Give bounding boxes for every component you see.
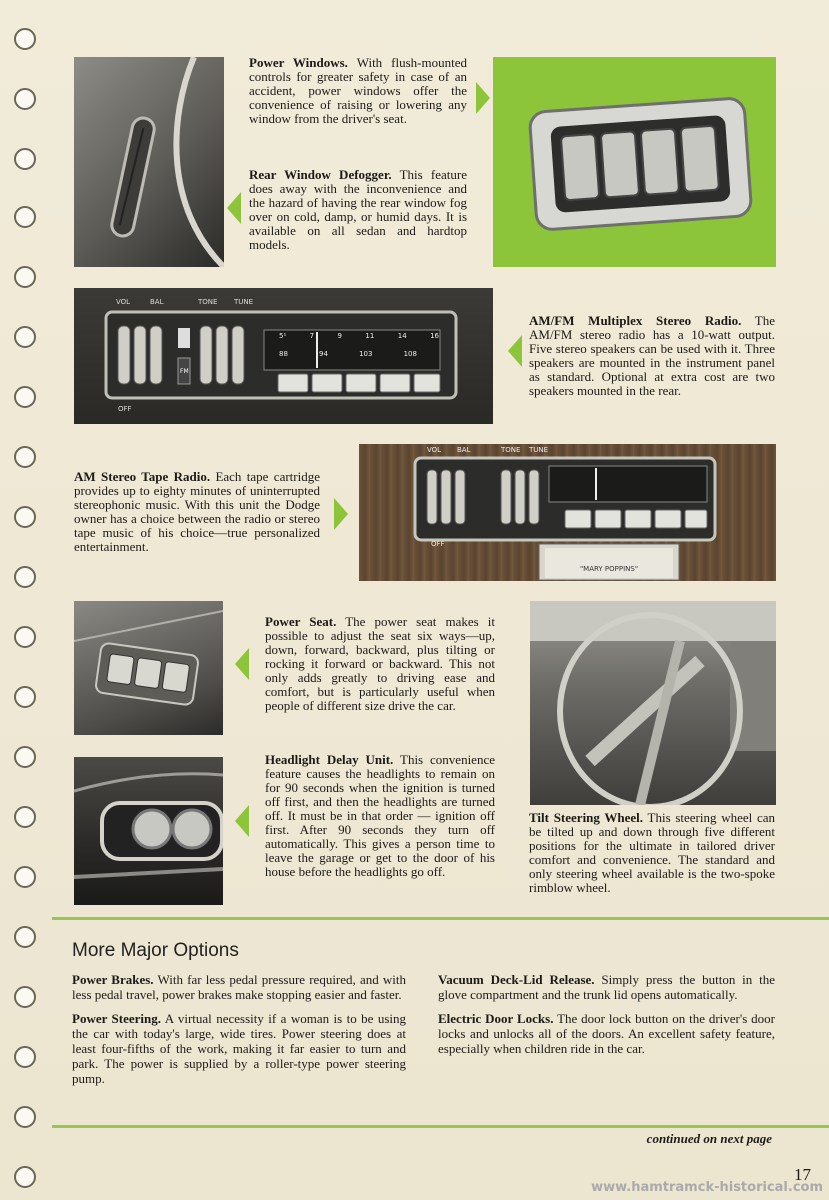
arrow-left-icon: [235, 648, 249, 680]
tape-text: AM Stereo Tape Radio. Each tape cartridg…: [74, 470, 320, 554]
headlight-body: This convenience feature causes the head…: [265, 752, 495, 879]
more-options-heading: More Major Options: [72, 940, 239, 961]
amfm-text: AM/FM Multiplex Stereo Radio. The AM/FM …: [529, 314, 775, 398]
defogger-title: Rear Window Defogger.: [249, 167, 392, 182]
steering-title: Power Steering.: [72, 1011, 162, 1026]
dial-mark: 9: [337, 332, 343, 340]
power-seat-text: Power Seat. The power seat makes it poss…: [265, 615, 495, 713]
decklid-body: Simply press the button in the glove com…: [438, 972, 775, 1002]
arrow-left-icon: [508, 335, 522, 367]
dial-mark: 94: [319, 350, 328, 358]
dial-scale: 5¹ 7 9 11 14 16 88 94 103 108: [279, 332, 439, 358]
power-windows-title: Power Windows.: [249, 55, 348, 70]
doorlocks-body: The door lock button on the driver's doo…: [438, 1011, 775, 1056]
dial-mark: 5¹: [279, 332, 287, 340]
watermark: www.hamtramck-historical.com: [591, 1180, 823, 1195]
headlight-text: Headlight Delay Unit. This convenience f…: [265, 753, 495, 879]
dial-mark: 14: [397, 332, 407, 340]
decklid-title: Vacuum Deck-Lid Release.: [438, 972, 595, 987]
options-column-left: Power Brakes. With far less pedal pressu…: [72, 972, 406, 1095]
dial-mark: 16: [430, 332, 439, 340]
doorlocks-paragraph: Electric Door Locks. The door lock butto…: [438, 1011, 775, 1056]
doorlocks-title: Electric Door Locks.: [438, 1011, 554, 1026]
steering-paragraph: Power Steering. A virtual necessity if a…: [72, 1011, 406, 1086]
brakes-body: With far less pedal pressure required, a…: [72, 972, 407, 1002]
arrow-left-icon: [227, 192, 241, 224]
tape-radio-photo: VOL BAL TONE TUNE OFF "MARY POPPINS": [359, 444, 776, 581]
dial-mark: 103: [359, 350, 373, 358]
headlights-photo: [74, 757, 223, 905]
options-column-right: Vacuum Deck-Lid Release. Simply press th…: [438, 972, 775, 1065]
page-number: 17: [794, 1165, 811, 1184]
tone-label: TONE: [198, 298, 218, 306]
off-label: OFF: [118, 405, 132, 413]
tape-body: Each tape cartridge provides up to eight…: [74, 469, 320, 554]
dial-mark: 11: [365, 332, 375, 340]
dial-mark: 7: [309, 332, 315, 340]
tilt-steering-text: Tilt Steering Wheel. This steering wheel…: [529, 811, 775, 895]
steering-body: A virtual necessity if a woman is to be …: [72, 1011, 406, 1086]
bal-label: BAL: [150, 298, 164, 306]
power-seat-body: The power seat makes it possible to adju…: [265, 614, 496, 713]
arrow-right-icon: [476, 82, 490, 114]
power-seat-title: Power Seat.: [265, 614, 337, 629]
amfm-body: The AM/FM stereo radio has a 10-watt out…: [529, 313, 775, 398]
dial-mark: 108: [403, 350, 417, 358]
brakes-paragraph: Power Brakes. With far less pedal pressu…: [72, 972, 406, 1002]
arrow-left-icon: [235, 805, 249, 837]
off-label: OFF: [431, 540, 445, 548]
defogger-photo: [74, 57, 224, 267]
fm-label: FM: [180, 368, 189, 375]
headlight-title: Headlight Delay Unit.: [265, 752, 394, 767]
window-switch-photo: [493, 57, 776, 267]
tilt-steering-body: This steering wheel can be tilted up and…: [529, 810, 776, 895]
cartridge-label: "MARY POPPINS": [579, 565, 639, 573]
bal-label: BAL: [457, 446, 471, 454]
amfm-title: AM/FM Multiplex Stereo Radio.: [529, 313, 742, 328]
amfm-radio-photo: VOL BAL TONE TUNE OFF FM 5¹ 7 9 11 14: [74, 288, 493, 424]
steering-wheel-photo: [530, 601, 776, 805]
vol-label: VOL: [427, 446, 442, 454]
defogger-text: Rear Window Defogger. This feature does …: [249, 168, 467, 252]
arrow-right-icon: [334, 498, 348, 530]
vol-label: VOL: [116, 298, 131, 306]
continued-note: continued on next page: [646, 1131, 772, 1146]
tune-label: TUNE: [234, 298, 254, 306]
tilt-steering-title: Tilt Steering Wheel.: [529, 810, 644, 825]
power-seat-photo: [74, 601, 223, 735]
power-windows-body: With flush-mounted controls for greater …: [249, 55, 467, 126]
power-windows-text: Power Windows. With flush-mounted contro…: [249, 56, 467, 126]
section-divider: [52, 917, 829, 920]
tone-label: TONE: [501, 446, 521, 454]
defogger-body: This feature does away with the inconven…: [249, 167, 467, 252]
brakes-title: Power Brakes.: [72, 972, 154, 987]
tune-label: TUNE: [529, 446, 549, 454]
bottom-divider: [52, 1125, 829, 1128]
tape-title: AM Stereo Tape Radio.: [74, 469, 211, 484]
decklid-paragraph: Vacuum Deck-Lid Release. Simply press th…: [438, 972, 775, 1002]
dial-mark: 88: [279, 350, 288, 358]
